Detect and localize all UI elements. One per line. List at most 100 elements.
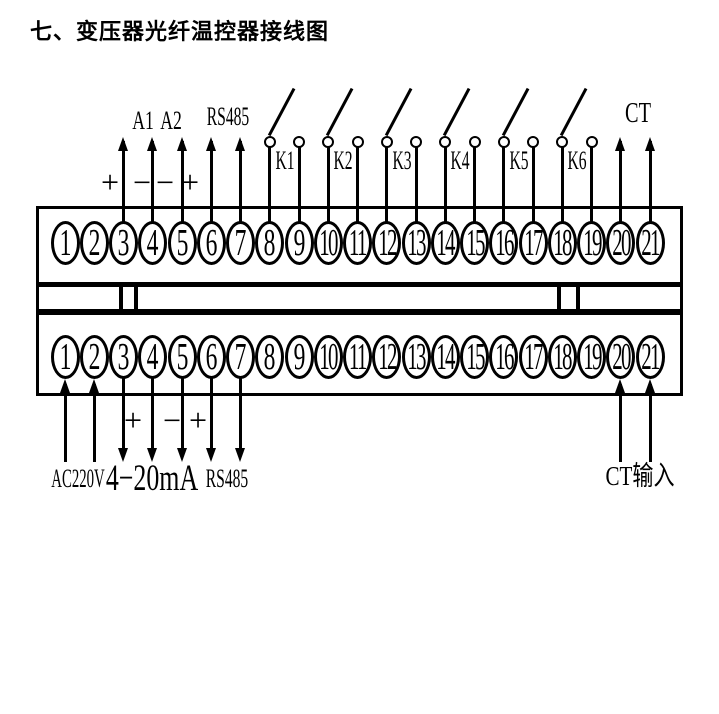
terminal-top-18: 18 xyxy=(547,221,577,265)
terminal-top-7: 7 xyxy=(226,221,255,265)
wire-analog-out xyxy=(180,141,184,226)
wire-switch xyxy=(297,147,301,226)
rail-band-bottom-edge xyxy=(36,309,683,315)
terminal-top-6-text: 6 xyxy=(205,222,218,264)
wire-output xyxy=(122,376,125,449)
terminal-top-11-text: 11 xyxy=(349,222,367,264)
terminal-top-3: 3 xyxy=(109,221,138,265)
polarity-sign-bottom-text: + xyxy=(123,402,143,438)
terminal-bottom-9: 9 xyxy=(284,335,314,379)
rail-divider xyxy=(557,284,561,311)
switch-label-k4-text: K4 xyxy=(450,146,470,175)
wire-output xyxy=(180,376,184,449)
polarity-sign-top-text: − xyxy=(132,164,152,200)
arrow-up-icon xyxy=(644,379,655,393)
wire-input xyxy=(619,384,623,462)
wire-output xyxy=(239,376,242,449)
terminal-top-18-text: 18 xyxy=(553,222,572,264)
arrow-down-icon xyxy=(147,448,158,462)
terminal-top-20-text: 20 xyxy=(611,222,631,264)
terminal-top-19: 19 xyxy=(577,221,606,265)
label-ct-top-text: CT xyxy=(625,97,651,129)
terminal-top-6: 6 xyxy=(196,221,226,265)
rail-divider xyxy=(134,284,138,311)
terminal-top-9: 9 xyxy=(284,221,314,265)
terminal-bottom-2-text: 2 xyxy=(88,336,101,378)
switch-label-k2: K2 xyxy=(327,148,359,174)
arrow-up-icon xyxy=(235,137,245,151)
terminal-bottom-21-text: 21 xyxy=(641,336,660,378)
wire-ct xyxy=(648,141,652,226)
arrow-up-icon xyxy=(205,137,216,151)
terminal-top-11: 11 xyxy=(343,221,372,265)
terminal-top-8-text: 8 xyxy=(263,222,276,264)
switch-label-k4: K4 xyxy=(444,148,476,174)
wire-switch xyxy=(268,147,272,226)
wire-input xyxy=(92,384,96,462)
terminal-top-4: 4 xyxy=(138,221,168,265)
arrow-down-icon xyxy=(118,448,128,462)
terminal-bottom-19: 19 xyxy=(577,335,606,379)
terminal-top-20: 20 xyxy=(606,221,636,265)
terminal-top-16-text: 16 xyxy=(494,222,514,264)
polarity-sign-top-text: + xyxy=(180,164,200,200)
terminal-bottom-12: 12 xyxy=(372,335,402,379)
terminal-bottom-9-text: 9 xyxy=(293,336,305,378)
terminal-bottom-21: 21 xyxy=(635,335,665,379)
terminal-bottom-20: 20 xyxy=(606,335,636,379)
arrow-up-icon xyxy=(147,137,158,151)
terminal-top-12: 12 xyxy=(372,221,402,265)
polarity-sign-bottom-text: + xyxy=(188,402,208,438)
terminal-bottom-1-text: 1 xyxy=(59,336,71,378)
terminal-bottom-8-text: 8 xyxy=(263,336,276,378)
polarity-sign-bottom: − xyxy=(163,404,181,436)
wire-switch xyxy=(502,147,506,226)
terminal-bottom-10-text: 10 xyxy=(319,336,338,378)
label-ct-input: CT输入 xyxy=(596,463,685,490)
label-rs485-top: RS485 xyxy=(193,104,264,130)
label-ac220v: AC220V xyxy=(31,466,125,492)
terminal-bottom-5: 5 xyxy=(167,335,197,379)
arrow-up-icon xyxy=(59,379,70,393)
terminal-top-16: 16 xyxy=(489,221,519,265)
label-rs485-bottom: RS485 xyxy=(192,466,263,492)
page-title: 七、变压器光纤温控器接线图 xyxy=(30,19,330,44)
wire-switch xyxy=(356,147,359,226)
label-a2: A2 xyxy=(155,108,187,134)
polarity-sign-top-text: − xyxy=(155,164,175,200)
label-rs485-top-text: RS485 xyxy=(206,102,250,131)
terminal-top-15: 15 xyxy=(460,221,489,265)
wire-switch xyxy=(326,147,330,226)
arrow-up-icon xyxy=(615,379,626,393)
terminal-bottom-18-text: 18 xyxy=(553,336,572,378)
wire-ct xyxy=(619,141,623,226)
polarity-sign-top-text: + xyxy=(100,164,120,200)
wire-switch xyxy=(414,147,418,226)
terminal-bottom-13-text: 13 xyxy=(407,336,426,378)
switch-label-k3-text: K3 xyxy=(392,146,412,175)
terminal-top-17-text: 17 xyxy=(524,222,543,264)
terminal-bottom-6: 6 xyxy=(196,335,226,379)
terminal-top-9-text: 9 xyxy=(293,222,305,264)
terminal-bottom-6-text: 6 xyxy=(205,336,218,378)
wire-switch xyxy=(385,147,389,226)
terminal-bottom-11-text: 11 xyxy=(349,336,367,378)
terminal-top-21-text: 21 xyxy=(641,222,660,264)
polarity-sign-bottom-text: − xyxy=(162,402,182,438)
terminal-top-3-text: 3 xyxy=(117,222,130,264)
terminal-top-21: 21 xyxy=(635,221,665,265)
terminal-top-10: 10 xyxy=(313,221,343,265)
switch-lever-icon xyxy=(501,87,529,136)
terminal-bottom-12-text: 12 xyxy=(377,336,397,378)
wire-input xyxy=(63,384,67,462)
wire-switch xyxy=(560,147,564,226)
label-ct-top: CT xyxy=(619,99,656,128)
terminal-bottom-7-text: 7 xyxy=(234,336,247,378)
terminal-bottom-4: 4 xyxy=(138,335,168,379)
wire-switch xyxy=(443,147,447,226)
terminal-bottom-3: 3 xyxy=(109,335,138,379)
arrow-up-icon xyxy=(88,379,99,393)
terminal-bottom-17: 17 xyxy=(518,335,548,379)
terminal-top-5: 5 xyxy=(167,221,197,265)
terminal-bottom-15: 15 xyxy=(460,335,489,379)
